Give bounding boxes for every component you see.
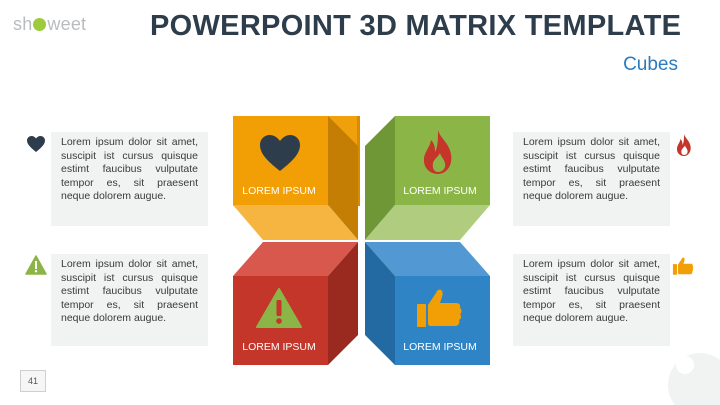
cube-top-left-side <box>328 116 358 240</box>
cube-label-top-right: LOREM IPSUM <box>403 185 477 197</box>
watermark-logo-icon <box>668 353 720 405</box>
text-box-top-right: Lorem ipsum dolor sit amet, suscipit ist… <box>513 132 670 226</box>
cube-top-right-side <box>365 116 395 240</box>
warning-icon <box>256 288 302 328</box>
heart-icon <box>27 136 45 152</box>
logo-dot-icon <box>33 18 47 31</box>
page-subtitle: Cubes <box>623 54 678 75</box>
heart-icon <box>260 135 300 171</box>
text-box-bottom-left: Lorem ipsum dolor sit amet, suscipit ist… <box>51 254 208 346</box>
cube-bottom-left-top <box>233 242 358 276</box>
cube-label-bottom-right: LOREM IPSUM <box>403 341 477 353</box>
cube-top-left-bottom <box>233 205 358 240</box>
text-box-bottom-right: Lorem ipsum dolor sit amet, suscipit ist… <box>513 254 670 346</box>
cube-bottom-right-side <box>365 242 395 365</box>
thumbs-up-icon <box>417 289 462 327</box>
page-title: POWERPOINT 3D MATRIX TEMPLATE <box>150 10 682 42</box>
cube-bottom-left-side <box>328 242 358 365</box>
fire-icon <box>676 134 691 156</box>
page-number: 41 <box>20 370 46 392</box>
warning-icon <box>25 255 47 275</box>
fire-icon <box>423 130 452 174</box>
cube-bottom-right-top <box>365 242 490 276</box>
cube-top-right-front <box>395 116 490 205</box>
cube-top-right-bottom <box>365 205 490 240</box>
text-box-top-left: Lorem ipsum dolor sit amet, suscipit ist… <box>51 132 208 226</box>
cube-label-bottom-left: LOREM IPSUM <box>242 341 316 353</box>
thumbs-up-icon <box>672 257 694 275</box>
cube-label-top-left: LOREM IPSUM <box>242 185 316 197</box>
